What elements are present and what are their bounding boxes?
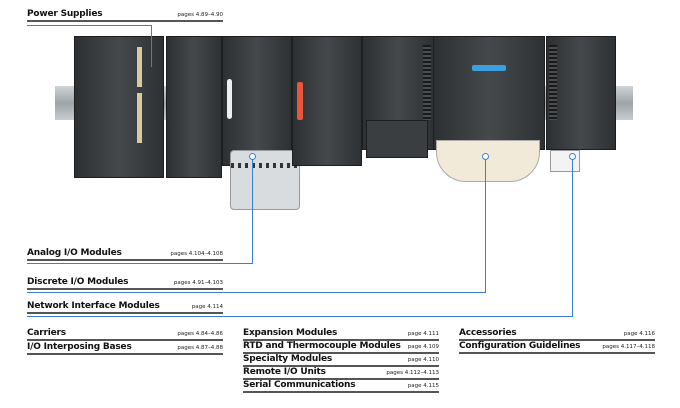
interposing-base: [230, 150, 300, 210]
label-text: Analog I/O Modules: [27, 248, 122, 258]
remote-io-terminal: [436, 140, 540, 182]
page-ref: page 4.111: [407, 331, 439, 337]
label-text: I/O Interposing Bases: [27, 342, 132, 352]
label-specialty[interactable]: Specialty Modules page 4.110: [243, 351, 439, 367]
page-ref: page 4.110: [407, 357, 439, 363]
label-text: Expansion Modules: [243, 328, 338, 338]
label-text: Discrete I/O Modules: [27, 277, 129, 287]
network-interface-module: [433, 36, 545, 150]
label-text: Accessories: [459, 328, 517, 338]
power-supply-module-1: [74, 36, 164, 178]
label-network-interface[interactable]: Network Interface Modules page 4.114: [27, 298, 223, 314]
label-text: RTD and Thermocouple Modules: [243, 341, 401, 351]
page-ref: pages 4.91–4.103: [173, 280, 223, 286]
serial-adapter: [550, 150, 580, 172]
page-ref: page 4.109: [407, 344, 439, 350]
label-text: Power Supplies: [27, 9, 103, 19]
label-remote-io[interactable]: Remote I/O Units pages 4.112–4.113: [243, 364, 439, 380]
page-ref: pages 4.87–4.88: [177, 345, 223, 351]
page-ref: pages 4.117–4.118: [602, 344, 655, 350]
label-discrete-io[interactable]: Discrete I/O Modules pages 4.91–4.103: [27, 274, 223, 290]
page-ref: pages 4.104–4.108: [170, 251, 223, 257]
page-ref: pages 4.89–4.90: [177, 12, 223, 18]
power-module-right: [546, 36, 616, 150]
label-power-supplies[interactable]: Power Supplies pages 4.89–4.90: [27, 6, 223, 22]
discrete-io-module: [292, 36, 362, 166]
analog-io-module: [222, 36, 292, 166]
expansion-connector: [366, 120, 428, 158]
label-text: Network Interface Modules: [27, 301, 160, 311]
page-ref: pages 4.84–4.86: [177, 331, 223, 337]
page-ref: page 4.115: [407, 383, 439, 389]
label-configuration-guidelines[interactable]: Configuration Guidelines pages 4.117–4.11…: [459, 338, 655, 354]
label-rtd-thermocouple[interactable]: RTD and Thermocouple Modules page 4.109: [243, 338, 439, 354]
label-interposing-bases[interactable]: I/O Interposing Bases pages 4.87–4.88: [27, 339, 223, 355]
label-text: Serial Communications: [243, 380, 356, 390]
label-analog-io[interactable]: Analog I/O Modules pages 4.104–4.108: [27, 245, 223, 261]
page-ref: page 4.116: [623, 331, 655, 337]
page-ref: page 4.114: [191, 304, 223, 310]
power-supply-module-2: [166, 36, 222, 178]
label-accessories[interactable]: Accessories page 4.116: [459, 325, 655, 341]
label-text: Configuration Guidelines: [459, 341, 581, 351]
label-text: Remote I/O Units: [243, 367, 326, 377]
page-ref: pages 4.112–4.113: [386, 370, 439, 376]
label-text: Carriers: [27, 328, 66, 338]
label-serial-communications[interactable]: Serial Communications page 4.115: [243, 377, 439, 393]
label-text: Specialty Modules: [243, 354, 333, 364]
label-expansion[interactable]: Expansion Modules page 4.111: [243, 325, 439, 341]
label-carriers[interactable]: Carriers pages 4.84–4.86: [27, 325, 223, 341]
